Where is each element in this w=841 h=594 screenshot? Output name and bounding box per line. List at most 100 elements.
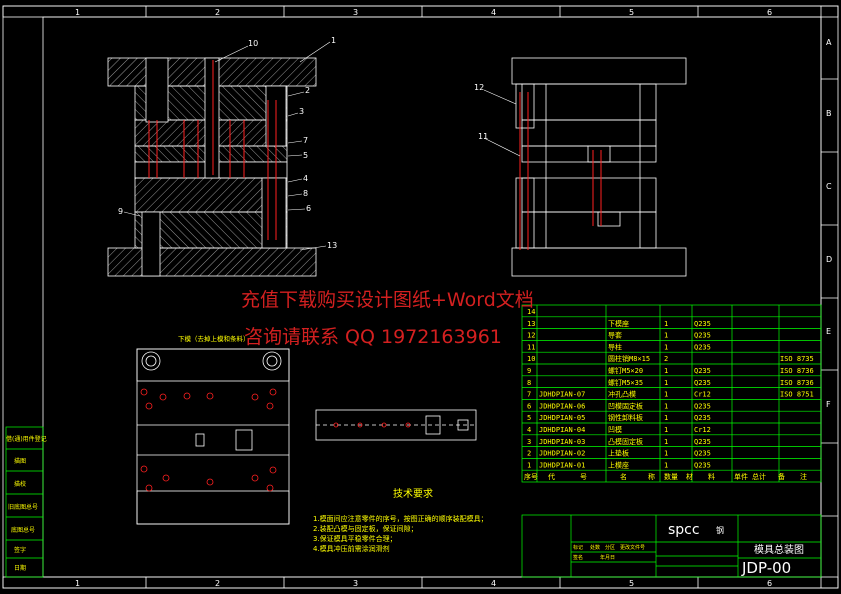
bom-cell: 上垫板: [608, 449, 629, 458]
bom-cell: 8: [527, 379, 531, 387]
bom-cell: 4: [527, 426, 531, 434]
guide-post-hole-left: [141, 351, 161, 371]
left-registry: [5, 426, 44, 578]
bom-cell: ISO 8736: [780, 367, 814, 375]
tech-req-line: 4.模具冲压前需涂润滑剂: [313, 544, 390, 553]
tb-label: 更改文件号: [620, 544, 645, 551]
left-registry-labels: 借(通)用件登记 描图 描校 旧底图总号 底图总号 签字 日期: [6, 435, 47, 572]
tb-label: 签名: [573, 554, 583, 561]
bom-header: 料: [708, 472, 715, 481]
bom-cell: 14: [527, 308, 535, 316]
zone-letter: F: [826, 400, 831, 409]
bom-cell: 1: [664, 320, 668, 328]
bom-cell: 下模座: [608, 319, 629, 328]
bom-cell: 冲孔凸模: [608, 390, 636, 399]
callout-11: 11: [478, 132, 488, 141]
bom-cell: Q235: [694, 367, 711, 375]
guide-post-hole-right: [262, 351, 282, 371]
zone-number-top: 2: [215, 8, 220, 17]
punch-center: [204, 57, 220, 179]
watermark-line-2: 咨询请联系 QQ 1972163961: [244, 326, 502, 348]
section-a-centerlines: [148, 60, 277, 240]
callout-5: 5: [303, 151, 308, 160]
bom-cell: Cr12: [694, 391, 711, 399]
bom-cell: JDHDPIAN-04: [539, 426, 585, 434]
callout-9: 9: [118, 207, 123, 216]
bom-cell: 凹模固定板: [608, 401, 643, 410]
zone-number-bottom: 5: [629, 579, 634, 588]
section-b-centerlines: [519, 92, 602, 250]
bom-cell: Q235: [694, 332, 711, 340]
tb-label: 处数: [590, 544, 600, 551]
bom-cell: 上模座: [608, 460, 629, 469]
registry-label: 借(通)用件登记: [6, 435, 47, 443]
strip-layout: [315, 409, 477, 441]
bom-header: 总计: [752, 472, 766, 481]
bom-cell: 6: [527, 402, 531, 410]
bom-header: 数量: [664, 472, 678, 481]
registry-label: 旧底图总号: [8, 503, 38, 511]
bom-cell: Q235: [694, 402, 711, 410]
zone-number-top: 5: [629, 8, 634, 17]
bom-cell: 螺钉M5×35: [608, 378, 643, 387]
bom-cell: JDHDPIAN-01: [539, 461, 585, 469]
plan-view-holes: [140, 388, 277, 492]
callout-4: 4: [303, 174, 308, 183]
zone-letter: E: [826, 327, 831, 336]
bom-cell: 9: [527, 367, 531, 375]
bom-cell: 1: [664, 379, 668, 387]
tech-req-line: 2.装配凸模与固定板，保证间隙；: [313, 524, 418, 533]
bom-cell: JDHDPIAN-03: [539, 438, 585, 446]
bom-cell: 1: [664, 438, 668, 446]
guide-bush-left: [145, 57, 169, 123]
bom-cell: 导套: [608, 331, 622, 340]
bom-cell: 7: [527, 391, 531, 399]
callout-3: 3: [299, 107, 304, 116]
section-view-b: [511, 57, 687, 277]
zone-number-top: 4: [491, 8, 496, 17]
bom-cell: 1: [664, 402, 668, 410]
section-a-leaders: [123, 41, 331, 251]
bom-cell: JDHDPIAN-05: [539, 414, 585, 422]
tb-label: 年月日: [600, 554, 615, 561]
bom-header: 称: [648, 472, 655, 481]
zone-number-bottom: 6: [767, 579, 772, 588]
registry-label: 底图总号: [11, 526, 35, 534]
bom-cell: 1: [664, 332, 668, 340]
tech-req-line: 3.保证模具平稳零件合理；: [313, 534, 397, 543]
callout-6: 6: [306, 204, 311, 213]
bom-cell: Q235: [694, 343, 711, 351]
bom-cell: 凹模: [608, 425, 622, 434]
bom-header: 序号: [524, 472, 538, 481]
bom-cell: JDHDPIAN-07: [539, 391, 585, 399]
bom-cell: 钢性卸料板: [608, 413, 643, 422]
registry-label: 日期: [14, 564, 26, 572]
tech-req-title: 技术要求: [393, 487, 433, 500]
bom-cell: 13: [527, 320, 535, 328]
title-material: spcc: [668, 522, 700, 538]
bom-cell: 1: [664, 450, 668, 458]
tb-label: 标记: [573, 544, 583, 551]
bom-header: 名: [620, 472, 627, 481]
zone-number-bottom: 2: [215, 579, 220, 588]
bom-cell: 1: [664, 414, 668, 422]
zone-number-top: 1: [75, 8, 80, 17]
drawing-number: JDP-00: [741, 559, 791, 577]
bom-cell: Cr12: [694, 426, 711, 434]
plan-view: [136, 348, 290, 525]
bom-cell: 11: [527, 343, 535, 351]
zone-number-bottom: 1: [75, 579, 80, 588]
guide-post-left: [141, 211, 161, 277]
bom-cell: Q235: [694, 438, 711, 446]
bom-header: 代: [548, 472, 555, 481]
bom-cell: 12: [527, 332, 535, 340]
watermark-line-1: 充值下载购买设计图纸+Word文档: [241, 289, 534, 311]
bom-cell: 1: [664, 367, 668, 375]
bom-cell: 圆柱销M8×15: [608, 354, 650, 363]
registry-label: 描校: [14, 480, 26, 488]
registry-label: 签字: [14, 546, 26, 554]
bom-cell: 2: [664, 355, 668, 363]
bom-cell: ISO 8736: [780, 379, 814, 387]
bom-cell: 1: [664, 426, 668, 434]
